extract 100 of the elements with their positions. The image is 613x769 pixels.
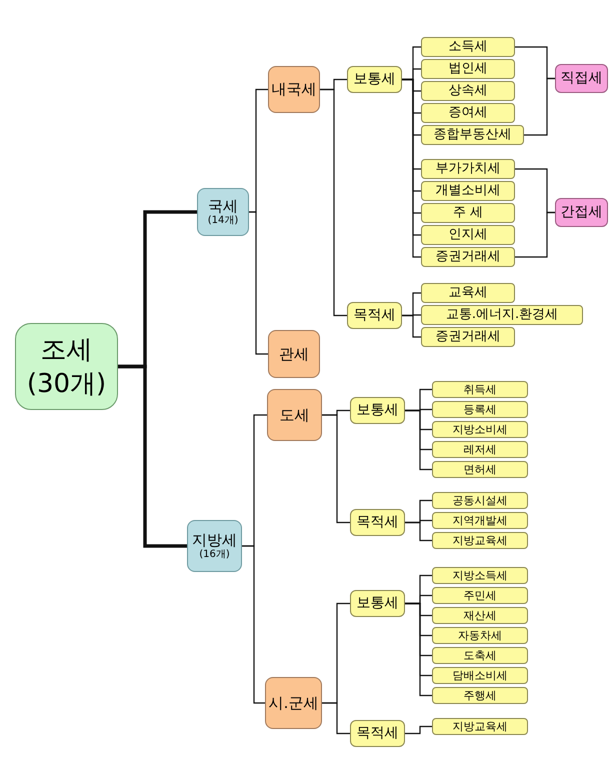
node-label: 지방소비세 bbox=[452, 422, 508, 436]
node-label: 취득세 bbox=[464, 382, 496, 396]
count-label: (30개) bbox=[26, 368, 106, 400]
node-label: 레저세 bbox=[464, 442, 496, 456]
tax-box bbox=[432, 647, 528, 664]
node-label: 개별소비세 bbox=[436, 183, 500, 199]
tax-box bbox=[432, 381, 528, 398]
node-label: 주민세 bbox=[464, 588, 496, 602]
node-label: 지역개발세 bbox=[452, 514, 508, 528]
node-label: 보통세 bbox=[356, 401, 398, 420]
category-box bbox=[350, 590, 405, 617]
category-box bbox=[267, 389, 322, 441]
tax-box bbox=[432, 532, 528, 549]
node-label: 상속세 bbox=[448, 83, 488, 99]
node-label: 내국세 bbox=[272, 79, 316, 100]
connector-line bbox=[249, 211, 268, 355]
node-label: 지방교육세 bbox=[452, 534, 508, 548]
connector-line bbox=[405, 602, 432, 696]
node-label: 소득세 bbox=[448, 39, 488, 55]
node-label: 조세 bbox=[40, 334, 92, 366]
connector-line bbox=[322, 702, 350, 734]
group-box bbox=[555, 64, 608, 93]
tax-box bbox=[432, 512, 528, 529]
category-box bbox=[268, 66, 320, 113]
root-box bbox=[15, 323, 118, 410]
tax-box bbox=[421, 59, 515, 79]
tax-box bbox=[421, 283, 515, 303]
tax-box bbox=[432, 627, 528, 644]
node-label: 교통.에너지.환경세 bbox=[446, 307, 558, 323]
node-label: 간접세 bbox=[560, 203, 602, 222]
node-label: 재산세 bbox=[464, 608, 496, 622]
node-label: 직접세 bbox=[560, 69, 602, 88]
tax-box bbox=[421, 305, 583, 325]
connector-line bbox=[405, 410, 432, 470]
node-label: 증여세 bbox=[448, 105, 488, 121]
node-label: 도축세 bbox=[464, 648, 496, 662]
node-label: 공동시설세 bbox=[452, 494, 508, 508]
node-label: 면허세 bbox=[464, 462, 496, 476]
node-label: 자동차세 bbox=[458, 628, 502, 642]
tax-box bbox=[432, 567, 528, 584]
tax-box bbox=[432, 492, 528, 509]
tax-box bbox=[432, 607, 528, 624]
node-label: 국세 bbox=[208, 197, 238, 215]
node-label: 주행세 bbox=[464, 688, 496, 702]
connector-line bbox=[402, 314, 421, 338]
category-box bbox=[265, 677, 322, 729]
tax-box bbox=[421, 327, 515, 347]
node-label: 목적세 bbox=[354, 306, 396, 325]
node-label: 보통세 bbox=[354, 70, 396, 89]
node-label: 목적세 bbox=[356, 513, 398, 532]
count-label: (16개) bbox=[199, 549, 230, 561]
node-label: 시.군세 bbox=[268, 692, 318, 714]
category-box bbox=[268, 330, 320, 378]
tax-box bbox=[421, 159, 515, 179]
node-label: 지방소득세 bbox=[452, 568, 508, 582]
tax-box bbox=[421, 181, 515, 201]
node-label: 지방세 bbox=[192, 531, 237, 549]
category-box bbox=[347, 302, 402, 329]
node-label: 인지세 bbox=[448, 227, 488, 243]
node-label: 보통세 bbox=[356, 594, 398, 613]
group-box bbox=[555, 198, 608, 227]
connector-line bbox=[405, 522, 432, 542]
node-label: 증권거래세 bbox=[436, 249, 500, 265]
tax-box bbox=[432, 687, 528, 704]
tax-box bbox=[421, 225, 515, 245]
node-label: 등록세 bbox=[464, 402, 496, 416]
connector-line bbox=[242, 545, 265, 704]
category-box bbox=[347, 66, 402, 93]
category-box bbox=[350, 397, 405, 424]
category-box bbox=[187, 520, 242, 572]
node-label: 도세 bbox=[280, 404, 310, 426]
node-label: 담배소비세 bbox=[452, 668, 508, 682]
tax-box bbox=[421, 125, 524, 145]
connector-line bbox=[118, 364, 187, 548]
node-label: 종합부동산세 bbox=[434, 127, 512, 143]
connector-line bbox=[320, 88, 347, 316]
tax-box bbox=[432, 587, 528, 604]
node-label: 목적세 bbox=[356, 724, 398, 743]
tax-box bbox=[432, 667, 528, 684]
category-box bbox=[350, 720, 405, 747]
tax-box bbox=[432, 421, 528, 438]
count-label: (14개) bbox=[208, 215, 238, 227]
node-label: 관세 bbox=[279, 344, 309, 365]
category-box bbox=[197, 188, 249, 236]
tax-box bbox=[421, 103, 515, 123]
node-label: 부가가치세 bbox=[436, 161, 500, 177]
category-box bbox=[350, 509, 405, 536]
tax-box bbox=[421, 37, 515, 57]
connector-line bbox=[515, 212, 555, 258]
node-label: 지방교육세 bbox=[452, 720, 508, 734]
tax-box bbox=[432, 401, 528, 418]
connector-line bbox=[405, 726, 432, 734]
tax-box bbox=[432, 461, 528, 478]
connector-line bbox=[322, 414, 350, 524]
tax-box bbox=[421, 247, 515, 267]
tax-box bbox=[432, 441, 528, 458]
tax-box bbox=[432, 718, 528, 735]
connector-line bbox=[524, 78, 555, 136]
tax-box bbox=[421, 81, 515, 101]
node-label: 증권거래세 bbox=[436, 329, 500, 345]
